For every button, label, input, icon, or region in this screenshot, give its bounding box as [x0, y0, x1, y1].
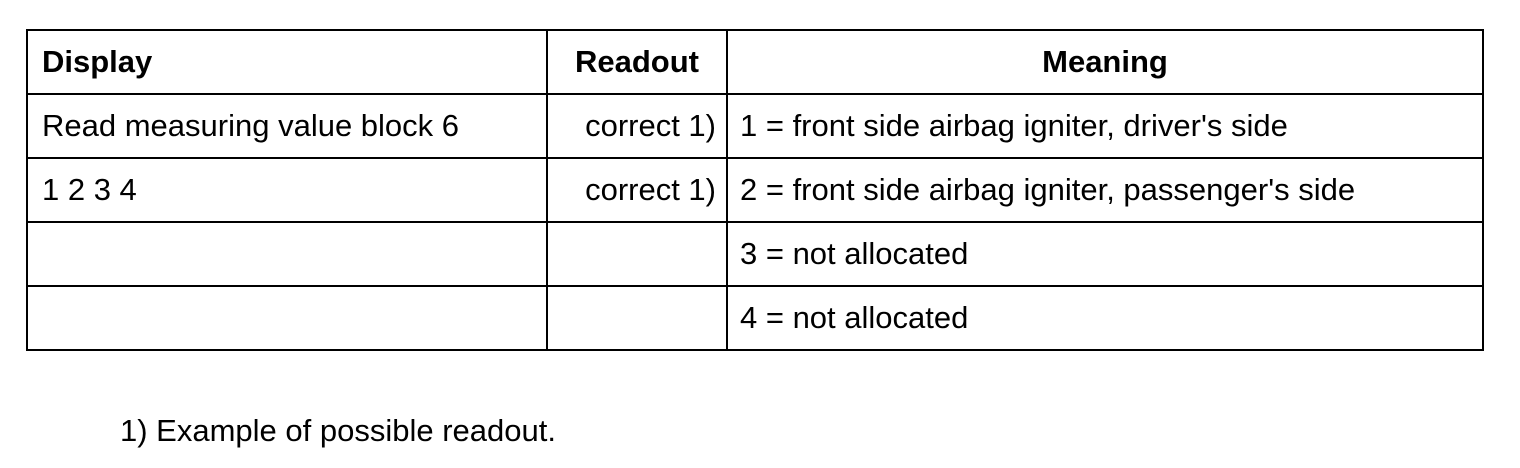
table-row: 4 = not allocated	[26, 285, 1484, 351]
measuring-value-table: Display Readout Meaning Read measuring v…	[26, 29, 1484, 351]
footnote: 1) Example of possible readout.	[120, 413, 556, 448]
cell-readout: correct 1)	[546, 93, 728, 159]
cell-meaning: 1 = front side airbag igniter, driver's …	[726, 93, 1484, 159]
cell-display: 1 2 3 4	[26, 157, 548, 223]
table-row: 3 = not allocated	[26, 221, 1484, 287]
table-row: 1 2 3 4 correct 1) 2 = front side airbag…	[26, 157, 1484, 223]
table-header-row: Display Readout Meaning	[26, 29, 1484, 95]
cell-display	[26, 221, 548, 287]
header-meaning: Meaning	[726, 29, 1484, 95]
cell-readout	[546, 221, 728, 287]
cell-readout	[546, 285, 728, 351]
cell-meaning: 3 = not allocated	[726, 221, 1484, 287]
header-display: Display	[26, 29, 548, 95]
cell-display: Read measuring value block 6	[26, 93, 548, 159]
cell-display	[26, 285, 548, 351]
cell-readout: correct 1)	[546, 157, 728, 223]
table-row: Read measuring value block 6 correct 1) …	[26, 93, 1484, 159]
cell-meaning: 4 = not allocated	[726, 285, 1484, 351]
cell-meaning: 2 = front side airbag igniter, passenger…	[726, 157, 1484, 223]
header-readout: Readout	[546, 29, 728, 95]
